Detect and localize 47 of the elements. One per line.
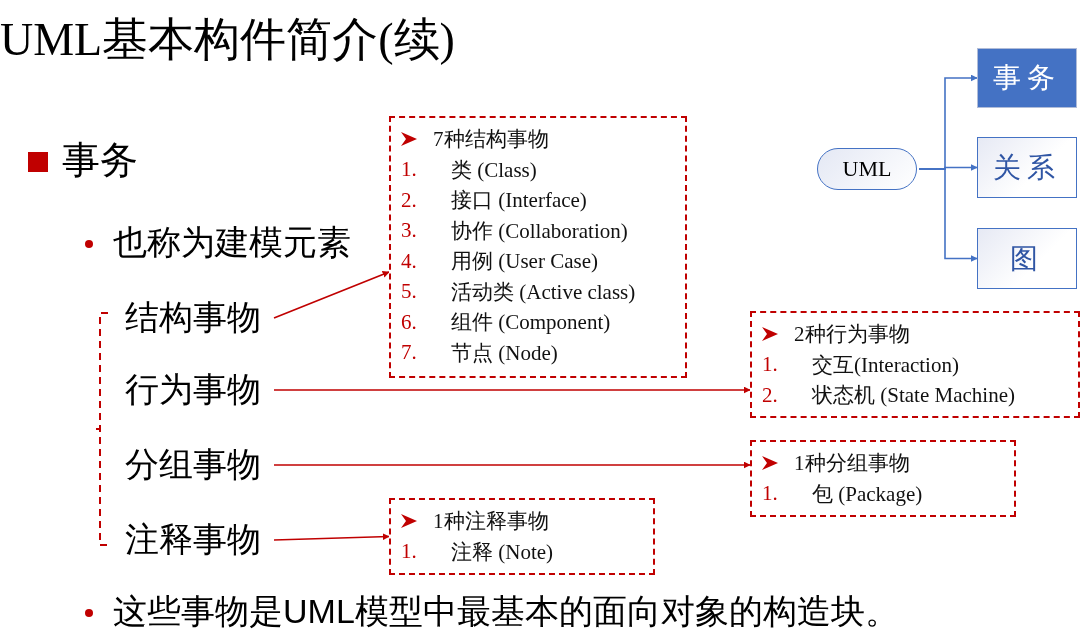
list-item: 活动类 (Active class) <box>451 278 636 306</box>
rounded-node: UML <box>817 148 917 190</box>
dashed-list-box <box>389 116 687 378</box>
arrow <box>918 168 978 262</box>
thing-label: 行为事物 <box>125 369 261 410</box>
list-item: 节点 (Node) <box>451 339 558 367</box>
list-item: 状态机 (State Machine) <box>812 382 1015 410</box>
item-number: 1. <box>762 481 779 507</box>
category-box: 关系 <box>977 137 1077 198</box>
item-number: 2. <box>762 382 779 408</box>
section-heading: 事务 <box>62 138 138 183</box>
bullet-text: 也称为建模元素 <box>113 222 351 263</box>
list-heading: 1种分组事物 <box>794 450 910 478</box>
dashed-list-box <box>389 498 655 575</box>
arrow <box>273 386 751 394</box>
list-item: 注释 (Note) <box>451 538 554 566</box>
item-number: 4. <box>401 248 418 274</box>
thing-label: 结构事物 <box>125 297 261 338</box>
item-number: 3. <box>401 218 418 244</box>
item-number: 1. <box>401 157 418 183</box>
item-number: 7. <box>401 340 418 366</box>
list-heading: 2种行为事物 <box>794 321 910 349</box>
list-item: 组件 (Component) <box>451 309 611 337</box>
list-item: 交互(Interaction) <box>812 351 959 379</box>
list-heading: 1种注释事物 <box>433 508 549 536</box>
list-item: 用例 (User Case) <box>451 248 598 276</box>
list-item: 接口 (Interface) <box>451 187 587 215</box>
item-number: 1. <box>762 352 779 378</box>
thing-label: 分组事物 <box>125 444 261 485</box>
list-heading: 7种结构事物 <box>433 126 549 154</box>
bullet-text: 这些事物是UML模型中最基本的面向对象的构造块。 <box>113 591 899 632</box>
list-item: 类 (Class) <box>451 156 537 184</box>
item-number: 2. <box>401 187 418 213</box>
arrow <box>273 271 390 319</box>
dashed-list-box <box>750 311 1080 418</box>
list-item: 包 (Package) <box>812 480 923 508</box>
item-number: 6. <box>401 309 418 335</box>
slide-title: UML基本构件简介(续) <box>0 13 455 67</box>
category-box: 事务 <box>977 48 1077 108</box>
category-box: 图 <box>977 228 1077 289</box>
arrow <box>273 461 751 469</box>
list-item: 协作 (Collaboration) <box>451 217 628 245</box>
dashed-list-box <box>750 440 1016 517</box>
item-number: 5. <box>401 279 418 305</box>
thing-label: 注释事物 <box>125 519 261 560</box>
arrow <box>273 533 390 541</box>
item-number: 1. <box>401 539 418 565</box>
